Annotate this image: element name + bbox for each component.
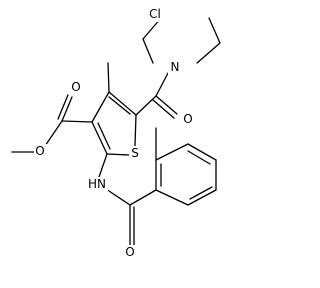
ring-sulfur-atom: S (129, 146, 142, 161)
bond (44, 120, 63, 147)
bond (57, 94, 69, 120)
bond (208, 17, 221, 44)
bond (152, 99, 175, 119)
bond (106, 153, 130, 156)
bond (61, 120, 93, 123)
bond (187, 189, 217, 206)
bond (196, 42, 221, 64)
chlorine-atom: Cl (145, 7, 165, 22)
bond (105, 188, 131, 206)
bond (142, 38, 154, 64)
bond (155, 95, 178, 115)
anilide-nitrogen-label: HN (88, 177, 106, 191)
bond (189, 186, 213, 200)
chemical-structure-diagram: Cl N O O S O HN O (11, 7, 221, 260)
bond (187, 150, 211, 165)
bond (129, 189, 157, 206)
bond (97, 122, 111, 150)
bond (155, 189, 189, 206)
amide-oxygen-top-label: O (183, 112, 192, 126)
benzamide-oxygen-label: O (125, 245, 134, 259)
bond (134, 114, 137, 147)
diethylamide-nitrogen-label: N (171, 60, 180, 74)
bond (135, 95, 157, 116)
bond (155, 143, 189, 161)
bonds (11, 17, 221, 246)
bond (61, 96, 73, 122)
bond (108, 96, 131, 115)
bond (155, 72, 169, 97)
ester-carbonyl-oxygen-atom: O (70, 80, 83, 95)
atom-labels: Cl N O O S O HN O (34, 7, 195, 260)
chlorine-label: Cl (149, 7, 161, 21)
bond (187, 143, 217, 161)
ring-sulfur-label: S (131, 146, 139, 160)
amide-oxygen-top-atom: O (182, 112, 195, 127)
bond (108, 91, 137, 116)
ester-ether-oxygen-label: O (35, 144, 44, 158)
bond (98, 153, 108, 178)
benzamide-oxygen-atom: O (124, 245, 137, 260)
ester-carbonyl-oxygen-label: O (71, 80, 80, 94)
bond (107, 62, 110, 93)
ester-ether-oxygen-atom: O (34, 144, 47, 159)
bond (91, 91, 110, 123)
bond (91, 121, 108, 155)
diethylamide-nitrogen-atom: N (168, 60, 181, 75)
anilide-nitrogen-atom: HN (86, 177, 108, 192)
